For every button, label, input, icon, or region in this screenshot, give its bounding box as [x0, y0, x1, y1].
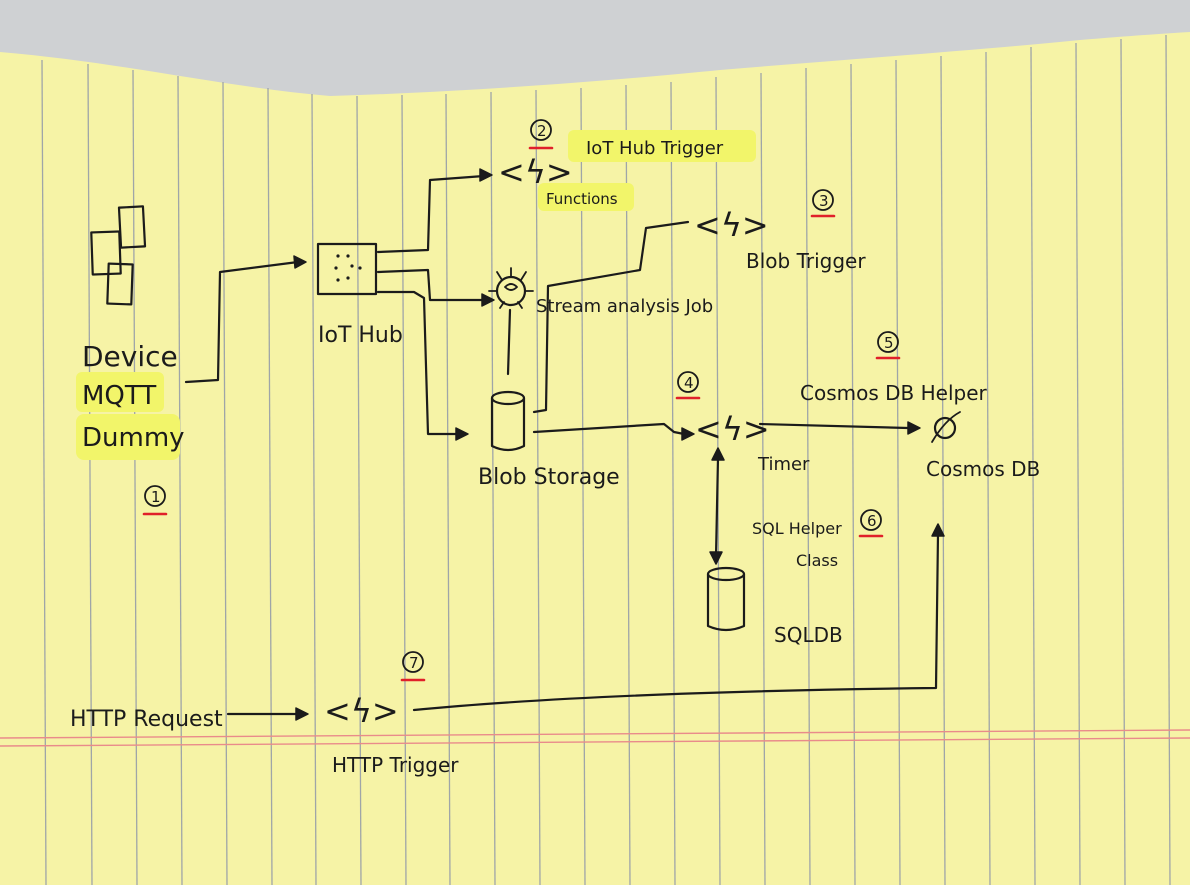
margin-lines	[0, 729, 1190, 747]
svg-text:7: 7	[409, 654, 419, 672]
highlights	[76, 130, 756, 460]
step-marker-1: 1	[142, 485, 168, 516]
svg-text:5: 5	[884, 334, 894, 352]
sql-helper-label: SQL Helper	[752, 519, 842, 538]
blob-storage-icon	[490, 390, 526, 452]
sqldb-label: SQLDB	[774, 623, 843, 647]
timer-function-icon: <ϟ>	[695, 410, 770, 448]
timer-label: Timer	[757, 454, 810, 475]
cosmos-helper-label: Cosmos DB Helper	[800, 381, 987, 405]
step-marker-3: 3	[810, 189, 836, 218]
paper-sheet	[0, 32, 1190, 885]
svg-text:2: 2	[537, 122, 547, 140]
http-request-label: HTTP Request	[70, 707, 223, 732]
dummy-label: Dummy	[82, 423, 185, 453]
svg-text:4: 4	[684, 374, 694, 392]
step-marker-4: 4	[675, 371, 701, 400]
ruled-lines	[41, 34, 1171, 885]
mqtt-label: MQTT	[82, 381, 156, 411]
cosmos-db-icon	[931, 411, 961, 443]
stream-analytics-icon	[488, 267, 534, 309]
cosmos-db-label: Cosmos DB	[926, 457, 1040, 481]
http-trigger-function-icon: <ϟ>	[324, 692, 399, 730]
iot-hub-trigger-function-icon: <ϟ>	[498, 153, 573, 191]
blob-trigger-label: Blob Trigger	[746, 249, 866, 273]
stream-job-label: Stream analysis Job	[536, 296, 713, 317]
iot-hub-label: IoT Hub	[318, 323, 403, 348]
iot-hub-icon	[316, 242, 378, 296]
blob-trigger-function-icon: <ϟ>	[694, 206, 769, 244]
svg-text:6: 6	[867, 512, 877, 530]
svg-text:1: 1	[151, 488, 161, 506]
blob-storage-label: Blob Storage	[478, 465, 620, 490]
sql-helper-class-label: Class	[796, 551, 838, 570]
functions-label: Functions	[546, 190, 618, 208]
connectors	[184, 168, 945, 721]
device-icon	[90, 205, 147, 306]
http-trigger-label: HTTP Trigger	[332, 753, 459, 777]
svg-text:3: 3	[819, 192, 829, 210]
sql-db-icon	[706, 566, 746, 632]
step-marker-7: 7	[400, 651, 426, 682]
iot-hub-trigger-label: IoT Hub Trigger	[586, 138, 724, 159]
device-label: Device	[82, 340, 178, 373]
step-marker-2: 2	[528, 119, 554, 150]
step-marker-5: 5	[875, 331, 901, 360]
step-marker-6: 6	[858, 509, 884, 538]
